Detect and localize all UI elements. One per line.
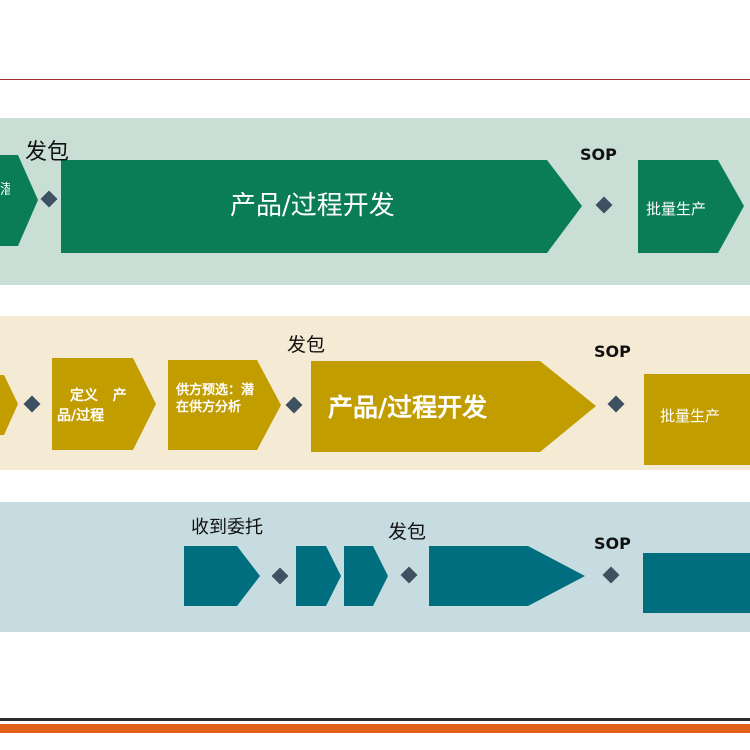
top-rule xyxy=(0,79,750,80)
band2-define-line2: 品/过程 xyxy=(57,408,105,424)
band1-partial-label: 潜 xyxy=(0,182,10,198)
band1-sop-label: SOP xyxy=(580,145,617,164)
band1-mass-label: 批量生产 xyxy=(646,200,707,218)
band3-dev-arrow xyxy=(429,546,585,606)
band3-package-milestone: 发包 xyxy=(388,521,427,543)
band3-chevron-3 xyxy=(344,546,388,606)
band2-sop-label: SOP xyxy=(594,342,631,361)
bottom-rule-orange xyxy=(0,724,750,733)
band1-dev-arrow xyxy=(61,160,582,253)
band2-supplier-chevron xyxy=(168,360,281,450)
band2-partial-chevron xyxy=(0,375,18,435)
band1-package-milestone: 发包 xyxy=(25,140,70,165)
band3-mass-box xyxy=(643,553,750,613)
band1-mass-chevron xyxy=(638,160,744,253)
band1-partial-chevron xyxy=(0,155,38,246)
band2-define-chevron xyxy=(52,358,156,450)
band2-package-milestone: 发包 xyxy=(287,334,326,356)
band3-sop-label: SOP xyxy=(594,534,631,553)
band1-dev-label: 产品/过程开发 xyxy=(230,191,395,221)
band2-supplier-line1: 供方预选：潜 xyxy=(176,383,255,398)
band2-dev-arrow xyxy=(311,361,596,452)
band3-received-milestone: 收到委托 xyxy=(191,517,263,538)
band3-chevron-2 xyxy=(296,546,341,606)
band2-define-line1: 定义 产 xyxy=(70,388,127,404)
band2-dev-label: 产品/过程开发 xyxy=(328,393,488,422)
band2-mass-label: 批量生产 xyxy=(660,407,721,425)
band3-chevron-1 xyxy=(184,546,260,606)
band2-mass-chevron xyxy=(644,374,750,465)
bottom-rule-dark xyxy=(0,718,750,721)
band2-supplier-line2: 在供方分析 xyxy=(176,400,242,415)
